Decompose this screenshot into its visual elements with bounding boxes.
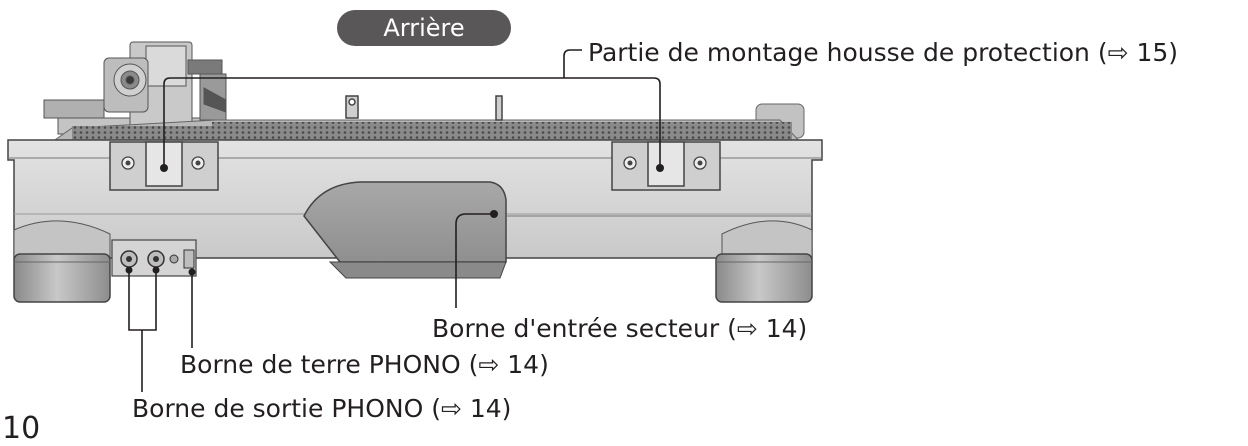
phono-output-callout: Borne de sortie PHONO (⇨ 14) <box>132 394 512 423</box>
ac-inlet-callout: Borne d'entrée secteur (⇨ 14) <box>432 314 808 343</box>
cover-mount-right <box>611 141 721 191</box>
page-number: 10 <box>2 411 41 446</box>
rear-view-label: Arrière <box>383 14 465 42</box>
leader-lines <box>128 49 661 392</box>
leader-dots <box>125 164 664 276</box>
turntable-rear-diagram <box>7 41 823 392</box>
foot-right <box>715 253 813 303</box>
foot-left <box>13 253 111 303</box>
cover-mount-callout: Partie de montage housse de protection (… <box>588 38 1179 67</box>
top-pins <box>345 95 503 121</box>
rear-view-badge: Arrière <box>337 10 511 46</box>
tonearm-assembly <box>43 41 227 135</box>
platter-edge <box>50 119 802 143</box>
phono-ground-screw <box>183 249 195 269</box>
phono-ground-callout: Borne de terre PHONO (⇨ 14) <box>180 350 549 379</box>
